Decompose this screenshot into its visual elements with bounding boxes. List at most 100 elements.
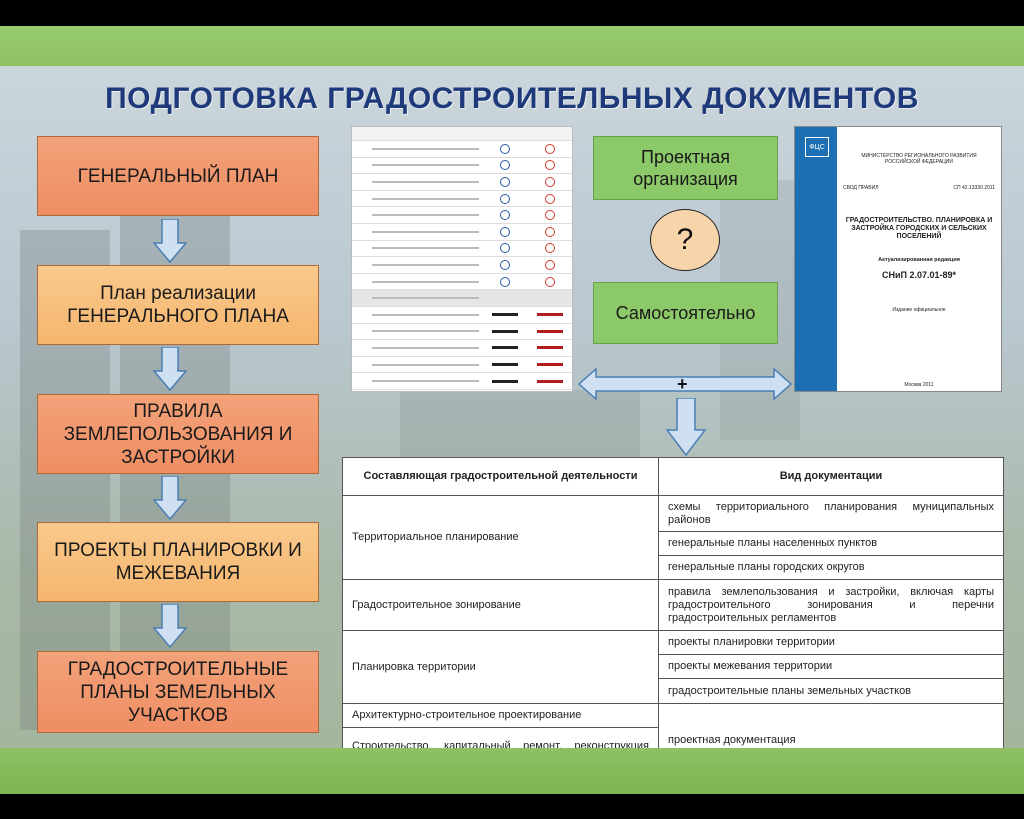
table-row: Архитектурно-строительное проектирование… bbox=[342, 703, 1004, 778]
legend-symbol-icon bbox=[544, 259, 555, 270]
flow-box-land-use-rules: ПРАВИЛА ЗЕМЛЕПОЛЬЗОВАНИЯ И ЗАСТРОЙКИ bbox=[37, 394, 319, 474]
top-black-bar bbox=[0, 0, 1024, 26]
flow-box-land-plot-plans: ГРАДОСТРОИТЕЛЬНЫЕ ПЛАНЫ ЗЕМЕЛЬНЫХ УЧАСТК… bbox=[37, 651, 319, 733]
legend-symbol-icon bbox=[499, 143, 510, 154]
legend-line-icon bbox=[491, 363, 518, 367]
legend-row bbox=[352, 257, 572, 274]
bottom-green-bar bbox=[0, 748, 1024, 794]
legend-symbol-icon bbox=[544, 210, 555, 221]
legend-row bbox=[352, 357, 572, 374]
doc-cell: проекты планировки территории bbox=[658, 630, 1004, 655]
legend-symbol-icon bbox=[499, 193, 510, 204]
doc-cell: градостроительные планы земельных участк… bbox=[658, 678, 1004, 704]
legend-line-icon bbox=[491, 346, 518, 350]
column-header-documentation: Вид документации bbox=[658, 457, 1004, 496]
flow-box-label: ГРАДОСТРОИТЕЛЬНЫЕ ПЛАНЫ ЗЕМЕЛЬНЫХ УЧАСТК… bbox=[67, 658, 289, 726]
legend-row bbox=[352, 274, 572, 291]
question-mark-icon: ? bbox=[676, 223, 694, 256]
legend-line-icon bbox=[536, 313, 563, 317]
legend-symbol-icon bbox=[499, 160, 510, 171]
legend-line-icon bbox=[536, 379, 563, 383]
legend-row bbox=[352, 158, 572, 175]
legend-row bbox=[352, 207, 572, 224]
cover-edition: Актуализированная редакция bbox=[878, 257, 960, 263]
activity-cell: Территориальное планирование bbox=[342, 495, 659, 580]
cover-ministry: МИНИСТЕРСТВО РЕГИОНАЛЬНОГО РАЗВИТИЯ РОСС… bbox=[861, 153, 977, 165]
legend-row bbox=[352, 373, 572, 390]
option-self: Самостоятельно bbox=[593, 282, 778, 344]
legend-symbol-icon bbox=[499, 243, 510, 254]
table-row: Градостроительное зонирование правила зе… bbox=[342, 579, 1004, 631]
legend-row bbox=[352, 174, 572, 191]
doc-cell: генеральные планы населенных пунктов bbox=[658, 531, 1004, 556]
flow-box-label: ПРАВИЛА ЗЕМЛЕПОЛЬЗОВАНИЯ И ЗАСТРОЙКИ bbox=[63, 400, 293, 468]
legend-symbols-image bbox=[351, 126, 573, 392]
double-arrow-icon bbox=[578, 368, 792, 400]
column-header-activity: Составляющая градостроительной деятельно… bbox=[342, 457, 659, 496]
option-label: Самостоятельно bbox=[615, 303, 756, 323]
arrow-down-icon bbox=[666, 398, 706, 456]
doc-cell: генеральные планы городских округов bbox=[658, 555, 1004, 580]
activity-cell: Архитектурно-строительное проектирование bbox=[342, 703, 659, 728]
arrow-down-icon bbox=[153, 476, 187, 520]
page-title: ПОДГОТОВКА ГРАДОСТРОИТЕЛЬНЫХ ДОКУМЕНТОВ bbox=[105, 82, 919, 115]
legend-symbol-icon bbox=[544, 160, 555, 171]
legend-row bbox=[352, 307, 572, 324]
legend-symbol-icon bbox=[499, 210, 510, 221]
cover-city: Москва 2011 bbox=[904, 382, 934, 388]
legend-symbol-icon bbox=[544, 193, 555, 204]
legend-line-icon bbox=[536, 363, 563, 367]
legend-header bbox=[352, 127, 572, 141]
legend-row bbox=[352, 224, 572, 241]
flow-box-implementation-plan: План реализации ГЕНЕРАЛЬНОГО ПЛАНА bbox=[37, 265, 319, 345]
doc-cell: проекты межевания территории bbox=[658, 654, 1004, 679]
legend-symbol-icon bbox=[544, 276, 555, 287]
legend-row bbox=[352, 241, 572, 258]
cover-snip-code: СНиП 2.07.01-89* bbox=[881, 270, 957, 280]
flow-box-planning-projects: ПРОЕКТЫ ПЛАНИРОВКИ И МЕЖЕВАНИЯ bbox=[37, 522, 319, 602]
cover-name: ГРАДОСТРОИТЕЛЬСТВО. ПЛАНИРОВКА И ЗАСТРОЙ… bbox=[845, 217, 993, 240]
activity-cell: Планировка территории bbox=[342, 630, 659, 704]
flow-box-label: ПРОЕКТЫ ПЛАНИРОВКИ И МЕЖЕВАНИЯ bbox=[54, 540, 302, 584]
table-row: Территориальное планирование схемы терри… bbox=[342, 495, 1004, 580]
plus-sign: + bbox=[677, 374, 688, 394]
table-row: генеральные планы населенных пунктов bbox=[343, 531, 1004, 556]
flow-box-label: План реализации ГЕНЕРАЛЬНОГО ПЛАНА bbox=[67, 283, 289, 327]
arrow-down-icon bbox=[153, 347, 187, 391]
arrow-down-icon bbox=[153, 219, 187, 263]
cover-code-left: СВОД ПРАВИЛ bbox=[843, 185, 879, 191]
snip-cover-image: ФЦС МИНИСТЕРСТВО РЕГИОНАЛЬНОГО РАЗВИТИЯ … bbox=[794, 126, 1002, 392]
bottom-black-bar bbox=[0, 794, 1024, 819]
question-circle: ? bbox=[650, 209, 720, 271]
legend-row bbox=[352, 191, 572, 208]
cover-blue-band bbox=[795, 127, 837, 391]
legend-row bbox=[352, 340, 572, 357]
legend-symbol-icon bbox=[499, 226, 510, 237]
cover-code-right: СП 42.13330.2011 bbox=[953, 185, 995, 191]
option-label: Проектная организация bbox=[633, 147, 738, 189]
fcs-logo: ФЦС bbox=[805, 137, 829, 157]
cover-code-line: СВОД ПРАВИЛ СП 42.13330.2011 bbox=[843, 185, 995, 191]
legend-symbol-icon bbox=[499, 176, 510, 187]
legend-line-icon bbox=[491, 379, 518, 383]
cover-official: Издание официальное bbox=[892, 307, 946, 313]
top-green-bar bbox=[0, 26, 1024, 66]
documentation-table: Составляющая градостроительной деятельно… bbox=[342, 457, 1004, 778]
legend-line-icon bbox=[491, 313, 518, 317]
flow-box-label: ГЕНЕРАЛЬНЫЙ ПЛАН bbox=[77, 165, 279, 187]
table-header-row: Составляющая градостроительной деятельно… bbox=[342, 457, 1004, 496]
legend-line-icon bbox=[536, 346, 563, 350]
legend-line-icon bbox=[536, 329, 563, 333]
legend-symbol-icon bbox=[544, 226, 555, 237]
legend-symbol-icon bbox=[544, 143, 555, 154]
legend-symbol-icon bbox=[499, 276, 510, 287]
flow-box-general-plan: ГЕНЕРАЛЬНЫЙ ПЛАН bbox=[37, 136, 319, 216]
legend-symbol-icon bbox=[544, 176, 555, 187]
doc-cell: правила землепользования и застройки, вк… bbox=[658, 579, 1004, 631]
legend-symbol-icon bbox=[499, 259, 510, 270]
legend-row bbox=[352, 324, 572, 341]
legend-row bbox=[352, 290, 572, 307]
doc-cell: схемы территориального планирования муни… bbox=[658, 495, 1004, 532]
option-project-organization: Проектная организация bbox=[593, 136, 778, 200]
